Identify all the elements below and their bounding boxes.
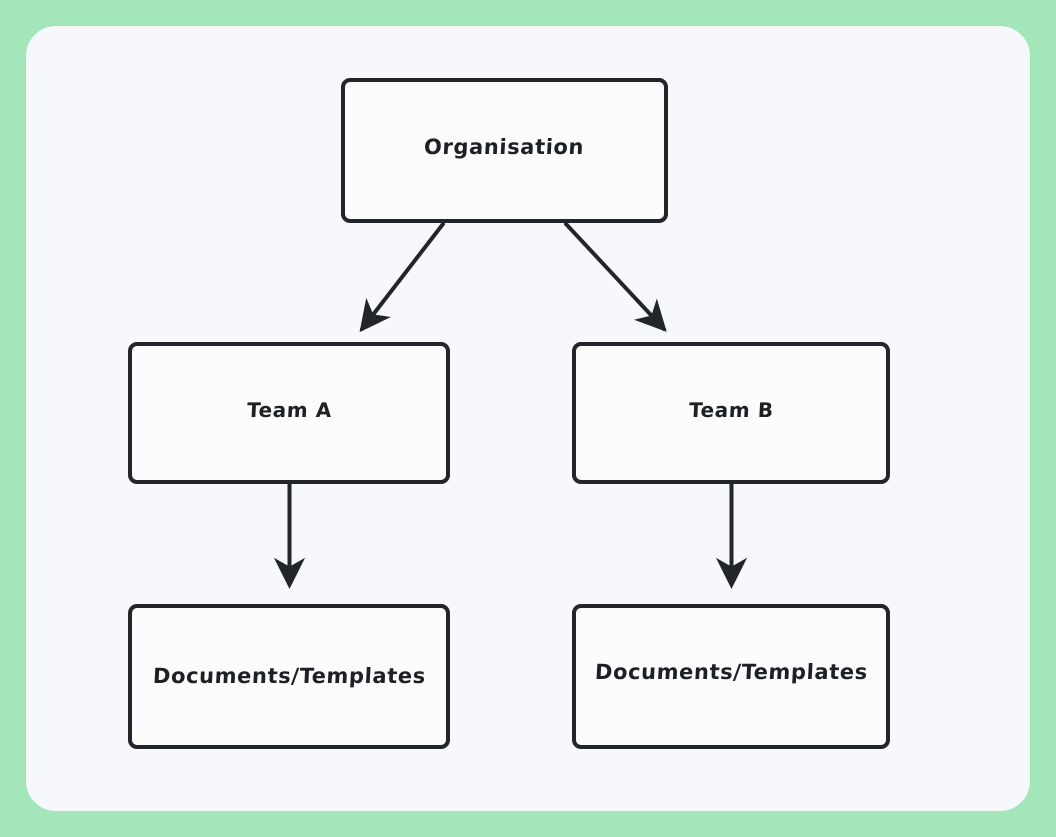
node-documents-templates-team-b-label: Documents/Templates bbox=[593, 660, 869, 684]
edge-organisation-to-team-a bbox=[359, 222, 445, 333]
diagram-canvas: Organisation Team A Team B Documents/Tem… bbox=[26, 26, 1030, 811]
edge-organisation-to-team-b bbox=[564, 222, 667, 332]
node-team-a[interactable]: Team A bbox=[128, 342, 450, 484]
node-documents-templates-team-a-label: Documents/Templates bbox=[151, 664, 427, 688]
node-organisation[interactable]: Organisation bbox=[341, 78, 668, 223]
node-documents-templates-team-a[interactable]: Documents/Templates bbox=[128, 604, 450, 749]
node-team-a-label: Team A bbox=[245, 398, 333, 422]
node-organisation-label: Organisation bbox=[423, 135, 586, 159]
node-documents-templates-team-b[interactable]: Documents/Templates bbox=[572, 604, 890, 749]
node-team-b-label: Team B bbox=[688, 398, 774, 422]
node-team-b[interactable]: Team B bbox=[572, 342, 890, 484]
